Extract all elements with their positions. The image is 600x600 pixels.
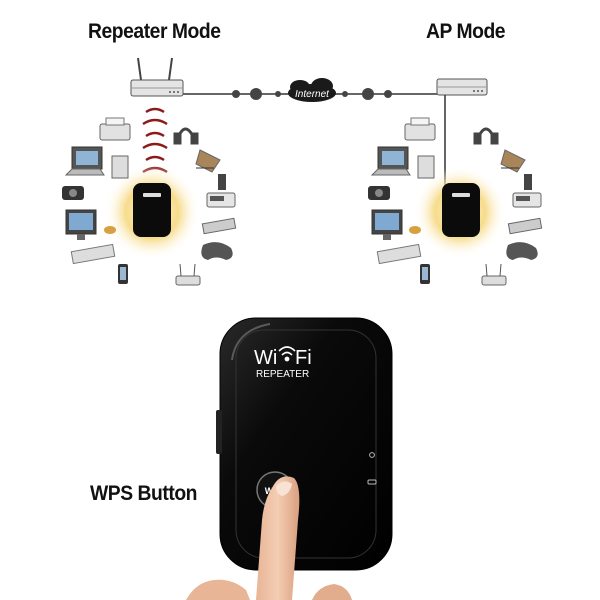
headphones-icon bbox=[173, 127, 199, 145]
phone-icon bbox=[524, 174, 532, 190]
repeater-mode-label: Repeater Mode bbox=[88, 20, 221, 43]
lan-indicator-icon bbox=[367, 479, 377, 485]
keyboard-icon bbox=[70, 243, 116, 265]
status-led-icon bbox=[369, 452, 375, 458]
smartphone-icon bbox=[118, 264, 128, 284]
router-icon bbox=[130, 57, 184, 97]
monitor-icon bbox=[371, 209, 403, 240]
printer-icon bbox=[99, 117, 131, 141]
scanner-icon bbox=[507, 217, 543, 235]
laptop-icon bbox=[64, 146, 105, 176]
mouse-icon bbox=[409, 226, 421, 234]
internet-connection: Internet bbox=[180, 78, 445, 102]
fax-icon bbox=[206, 192, 236, 208]
mouse-icon bbox=[104, 226, 116, 234]
signal-waves-icon bbox=[142, 107, 168, 174]
internet-cloud-icon bbox=[288, 78, 336, 102]
fax-icon bbox=[512, 192, 542, 208]
wifi-router-icon bbox=[481, 263, 507, 286]
gamepad-icon bbox=[201, 242, 233, 260]
repeater-small-icon bbox=[133, 183, 171, 237]
router-icon bbox=[436, 78, 488, 96]
fingernail bbox=[276, 481, 292, 496]
laptop-icon bbox=[370, 146, 411, 176]
smartphone-icon bbox=[420, 264, 430, 284]
side-port bbox=[216, 410, 222, 454]
camera-icon bbox=[62, 186, 84, 200]
wifi-repeater-device: Wi Fi REPEATER WPS bbox=[216, 317, 393, 571]
keyboard-icon bbox=[376, 243, 422, 265]
device-model-label: REPEATER bbox=[256, 369, 309, 380]
gamepad-icon bbox=[506, 242, 538, 260]
internet-label: Internet bbox=[295, 89, 330, 100]
device-brand-wi: Wi bbox=[254, 347, 277, 369]
monitor-icon bbox=[65, 209, 97, 240]
headphones-icon bbox=[473, 127, 499, 145]
tablet-icon bbox=[111, 155, 129, 179]
ap-mode-label: AP Mode bbox=[426, 20, 506, 43]
wifi-icon bbox=[278, 346, 296, 362]
satellite-dish-icon bbox=[195, 149, 221, 173]
tablet-icon bbox=[417, 155, 435, 179]
repeater-mode-diagram bbox=[62, 57, 237, 286]
pressing-hand bbox=[186, 476, 352, 600]
phone-icon bbox=[218, 174, 226, 190]
camera-icon bbox=[368, 186, 390, 200]
ap-mode-diagram bbox=[368, 78, 543, 286]
scanner-icon bbox=[201, 217, 237, 235]
wifi-router-icon bbox=[175, 263, 201, 286]
repeater-small-icon bbox=[442, 183, 480, 237]
printer-icon bbox=[404, 117, 436, 141]
satellite-dish-icon bbox=[500, 149, 526, 173]
wps-button-label: WPS Button bbox=[90, 482, 198, 505]
device-brand-fi: Fi bbox=[295, 347, 312, 369]
